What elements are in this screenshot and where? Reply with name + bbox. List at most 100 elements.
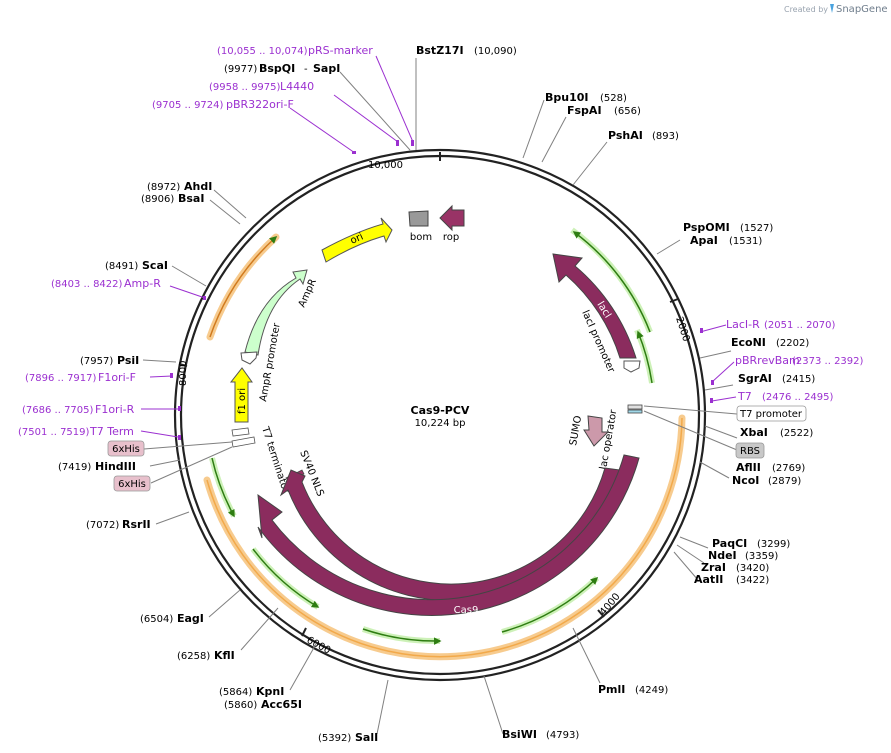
site-ndei[interactable]: NdeI(3359)	[708, 549, 778, 562]
feature-bom[interactable]	[408, 210, 429, 227]
feature-sumo[interactable]	[583, 415, 610, 447]
svg-text:PaqCI: PaqCI	[712, 537, 747, 550]
svg-text:(2051 .. 2070): (2051 .. 2070)	[764, 320, 836, 331]
svg-text:(5864): (5864)	[219, 687, 252, 698]
site-fspai[interactable]: FspAI(656)	[567, 104, 641, 117]
svg-text:RBS: RBS	[740, 446, 760, 457]
site-hindiii[interactable]: (7419)HindIII	[58, 460, 136, 473]
svg-text:PshAI: PshAI	[608, 129, 643, 142]
box-6xhis-2[interactable]: 6xHis	[113, 475, 151, 492]
svg-text:pRS-marker: pRS-marker	[308, 44, 373, 57]
svg-text:F1ori-F: F1ori-F	[98, 371, 136, 384]
site-rsrii[interactable]: (7072)RsrII	[86, 518, 151, 531]
site-bstz17i[interactable]: BstZ17I(10,090)	[416, 44, 517, 57]
svg-text:(9705 .. 9724): (9705 .. 9724)	[152, 100, 224, 111]
svg-text:(2769): (2769)	[772, 463, 805, 474]
svg-text:(528): (528)	[600, 93, 627, 104]
primer-t7[interactable]: T7 (2476 .. 2495)	[737, 390, 834, 403]
svg-text:RsrII: RsrII	[122, 518, 151, 531]
site-apai[interactable]: ApaI(1531)	[690, 234, 762, 247]
primer-t7-term[interactable]: (7501 .. 7519)T7 Term	[18, 425, 134, 438]
site-aflii[interactable]: AflII(2769)	[736, 461, 805, 474]
svg-text:(2476 .. 2495): (2476 .. 2495)	[762, 392, 834, 403]
feature-laci-promoter[interactable]	[623, 360, 641, 373]
feature-t7-terminator-2[interactable]	[231, 427, 250, 437]
feature-laci[interactable]	[552, 253, 637, 359]
feature-rop[interactable]	[439, 204, 465, 232]
site-bsai[interactable]: (8906)BsaI	[141, 192, 204, 205]
svg-text:BsaI: BsaI	[178, 192, 204, 205]
feature-cas9-outer[interactable]	[257, 454, 640, 616]
site-sgrai[interactable]: SgrAI(2415)	[738, 372, 815, 385]
site-eagi[interactable]: (6504)EagI	[140, 612, 204, 625]
svg-text:-: -	[304, 64, 308, 75]
feature-cas9-inner-label: Cas9	[450, 565, 475, 576]
primer-amp-r[interactable]: (8403 .. 8422)Amp-R	[51, 277, 161, 290]
site-scai[interactable]: (8491)ScaI	[105, 259, 168, 272]
primer-pbrrevbam[interactable]: pBRrevBam(2373 .. 2392)	[735, 354, 864, 367]
svg-text:SapI: SapI	[313, 62, 340, 75]
primer-pbr322ori-f[interactable]: (9705 .. 9724)pBR322ori-F	[152, 98, 294, 111]
svg-text:PspOMI: PspOMI	[683, 221, 730, 234]
svg-text:(2415): (2415)	[782, 374, 815, 385]
site-zrai[interactable]: ZraI(3420)	[701, 561, 769, 574]
svg-text:ApaI: ApaI	[690, 234, 718, 247]
site-econi[interactable]: EcoNI(2202)	[731, 336, 809, 349]
feature-ampr-label: AmpR	[297, 277, 319, 309]
svg-text:HindIII: HindIII	[95, 460, 136, 473]
site-pmli[interactable]: PmlI(4249)	[598, 683, 668, 696]
feature-bom-label: bom	[410, 232, 432, 243]
svg-text:(7501 .. 7519): (7501 .. 7519)	[18, 427, 90, 438]
feature-t7-promoter-mark[interactable]	[627, 404, 643, 410]
box-6xhis-1[interactable]: 6xHis	[107, 440, 145, 457]
site-ahdi[interactable]: (8972)AhdI	[147, 180, 212, 193]
boxed-feature-labels: 6xHis 6xHis RBS T7 promoter	[107, 405, 807, 492]
site-aatii[interactable]: AatII(3422)	[694, 573, 769, 586]
site-psii[interactable]: (7957)PsiI	[80, 354, 139, 367]
site-sali[interactable]: (5392)SalI	[318, 731, 378, 744]
svg-text:(2522): (2522)	[780, 428, 813, 439]
tick-10000: 10,000	[368, 160, 403, 171]
svg-text:Bpu10I: Bpu10I	[545, 91, 589, 104]
svg-text:(893): (893)	[652, 131, 679, 142]
box-rbs[interactable]: RBS	[735, 442, 765, 459]
feature-ampr-promoter[interactable]	[240, 351, 258, 365]
primer-f1ori-r[interactable]: (7686 .. 7705)F1ori-R	[22, 403, 135, 416]
site-kfli[interactable]: (6258)KflI	[177, 649, 235, 662]
site-bpu10i[interactable]: Bpu10I (528)	[545, 91, 627, 104]
svg-text:6xHis: 6xHis	[112, 444, 140, 455]
feature-lac-operator-mark[interactable]	[627, 409, 643, 414]
plasmid-name: Cas9-PCV	[411, 404, 470, 417]
site-paqci[interactable]: PaqCI(3299)	[712, 537, 790, 550]
tick-6000: 6000	[305, 635, 333, 657]
site-bspqi-sapi[interactable]: (9977)BspQI-SapI	[224, 62, 340, 75]
svg-text:BstZ17I: BstZ17I	[416, 44, 464, 57]
feature-ampr[interactable]	[244, 269, 308, 356]
feature-ori[interactable]	[321, 217, 393, 263]
box-t7-promoter[interactable]: T7 promoter	[736, 405, 807, 422]
site-acc65i[interactable]: (5860)Acc65I	[224, 698, 302, 711]
svg-text:(4793): (4793)	[546, 730, 579, 741]
svg-text:L4440: L4440	[280, 80, 314, 93]
svg-text:pBR322ori-F: pBR322ori-F	[226, 98, 294, 111]
svg-text:T7: T7	[737, 390, 752, 403]
primer-laci-r[interactable]: LacI-R(2051 .. 2070)	[726, 318, 836, 331]
site-xbai[interactable]: XbaI(2522)	[740, 426, 813, 439]
svg-text:ZraI: ZraI	[701, 561, 726, 574]
site-ncoi[interactable]: NcoI(2879)	[732, 474, 801, 487]
feature-t7-terminator[interactable]	[231, 436, 256, 448]
site-pshai[interactable]: PshAI (893)	[608, 129, 679, 142]
svg-text:SalI: SalI	[355, 731, 378, 744]
svg-text:(4249): (4249)	[635, 685, 668, 696]
site-kpni[interactable]: (5864)KpnI	[219, 685, 284, 698]
primer-f1ori-f[interactable]: (7896 .. 7917)F1ori-F	[25, 371, 136, 384]
feature-f1-ori[interactable]	[229, 367, 253, 423]
tick-2000: 2000	[673, 316, 691, 344]
svg-text:(3422): (3422)	[736, 575, 769, 586]
site-bsiwi[interactable]: BsiWI(4793)	[502, 728, 579, 741]
primer-l4440[interactable]: (9958 .. 9975)L4440	[209, 80, 314, 93]
svg-text:(2373 .. 2392): (2373 .. 2392)	[792, 356, 864, 367]
svg-text:(8491): (8491)	[105, 261, 138, 272]
site-pspomi[interactable]: PspOMI(1527)	[683, 221, 773, 234]
primer-prs-marker[interactable]: (10,055 .. 10,074)pRS-marker	[217, 44, 373, 57]
